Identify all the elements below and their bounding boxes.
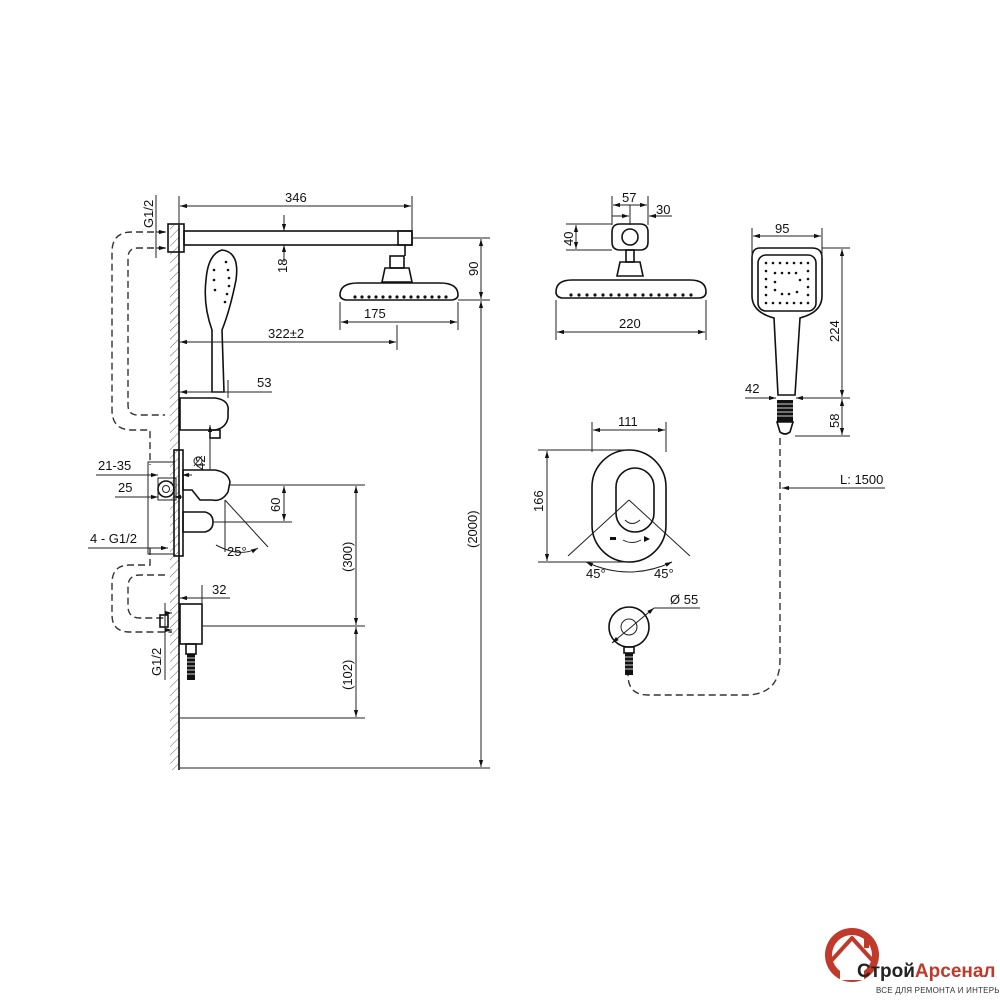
logo-subtitle: ВСЕ ДЛЯ РЕМОНТА И ИНТЕРЬЕРА xyxy=(876,986,1000,995)
handle-side xyxy=(182,469,231,502)
side-view: G1/2 346 18 90 175 322±2 xyxy=(88,190,490,770)
dim-g12-bottom: G1/2 xyxy=(149,648,164,676)
dim-322: 322±2 xyxy=(268,326,304,341)
dim-166: 166 xyxy=(531,490,546,512)
dim-45-left: 45° xyxy=(586,566,606,581)
dim-18: 18 xyxy=(275,259,290,273)
front-view-hand-shower: 95 224 58 42 L: 1500 xyxy=(627,221,885,696)
mixer-handle-front xyxy=(615,467,655,533)
rain-head-front-dimensions: 57 30 40 220 xyxy=(555,190,707,340)
dim-102: (102) xyxy=(340,660,355,690)
dim-40: 40 xyxy=(561,232,576,246)
mixer-plate-front xyxy=(591,449,667,563)
hand-shower-thread xyxy=(777,400,793,422)
rain-head-front xyxy=(555,279,707,299)
hose xyxy=(627,438,781,696)
dim-57: 57 xyxy=(622,190,636,205)
elbow-thread-front xyxy=(625,653,633,675)
dim-60: 60 xyxy=(268,498,283,512)
dim-4-g12: 4 - G1/2 xyxy=(90,531,137,546)
logo-title-accent: Арсенал xyxy=(915,961,996,982)
hand-shower-front xyxy=(751,247,823,396)
arm-end-cap xyxy=(397,230,413,246)
svg-text:СтройАрсенал: СтройАрсенал xyxy=(857,961,996,982)
dim-45-right: 45° xyxy=(654,566,674,581)
dim-220: 220 xyxy=(619,316,641,331)
rain-head-nozzles-side xyxy=(353,295,448,299)
rain-head-nozzles-front xyxy=(569,293,693,297)
dim-300: (300) xyxy=(340,542,355,572)
dim-d55: Ø 55 xyxy=(670,592,698,607)
shower-arm xyxy=(183,230,413,246)
bracket-front xyxy=(611,223,649,251)
dim-g12-top: G1/2 xyxy=(141,200,156,228)
wall-elbow-flange xyxy=(179,603,203,645)
front-view-mixer: 111 166 45° 45° Ø 55 xyxy=(531,414,700,675)
hand-shower-nozzles-side xyxy=(212,260,231,304)
hand-shower-nozzles-front xyxy=(764,261,810,305)
dim-30: 30 xyxy=(656,202,670,217)
spout-outlet xyxy=(209,429,221,439)
brand-logo: СтройАрсенал ВСЕ ДЛЯ РЕМОНТА И ИНТЕРЬЕРА xyxy=(825,928,1000,995)
front-view-rain-head: 57 30 40 220 xyxy=(555,190,707,340)
dim-42: 42 xyxy=(745,381,759,396)
dim-90: 90 xyxy=(466,262,481,276)
dim-25: 25 xyxy=(118,480,132,495)
dim-111: 111 xyxy=(618,414,638,429)
dim-53: 53 xyxy=(257,375,271,390)
diverter-side xyxy=(182,511,214,533)
hand-shower-side xyxy=(204,249,238,393)
hand-shower-dimensions: 95 224 58 42 L: 1500 xyxy=(745,221,885,491)
dim-346: 346 xyxy=(285,190,307,205)
dim-95: 95 xyxy=(775,221,789,236)
spout-side xyxy=(179,397,230,431)
dim-32: 32 xyxy=(212,582,226,597)
dim-175: 175 xyxy=(364,306,386,321)
dim-25deg: 25° xyxy=(227,544,247,559)
concealed-pipe-lower xyxy=(111,548,172,633)
logo-title-main: Строй xyxy=(857,961,915,982)
dim-21-35: 21-35 xyxy=(98,458,131,473)
dim-d42: 42 xyxy=(193,456,208,470)
head-swivel xyxy=(381,267,413,283)
concealed-pipe-upper xyxy=(111,231,165,465)
side-view-dimensions: G1/2 346 18 90 175 322±2 xyxy=(88,190,490,769)
dim-224: 224 xyxy=(827,320,842,342)
concealed-pipe-upper-inner xyxy=(127,247,165,416)
elbow-front-dimensions: Ø 55 xyxy=(611,592,700,644)
wall-elbow-neck xyxy=(185,643,197,655)
mixer-dimensions: 111 166 45° 45° xyxy=(531,414,674,581)
mixer-plate-side xyxy=(173,449,184,557)
house-roof-icon xyxy=(825,928,879,982)
hose-thread xyxy=(187,654,195,680)
dim-58: 58 xyxy=(827,414,842,428)
rain-head-side xyxy=(339,282,459,301)
head-connector xyxy=(389,255,405,269)
dim-hose-length: L: 1500 xyxy=(840,472,883,487)
dim-2000: (2000) xyxy=(465,510,480,548)
concealed-pipe-lower-inner xyxy=(127,574,165,619)
hand-shower-face xyxy=(757,254,817,312)
